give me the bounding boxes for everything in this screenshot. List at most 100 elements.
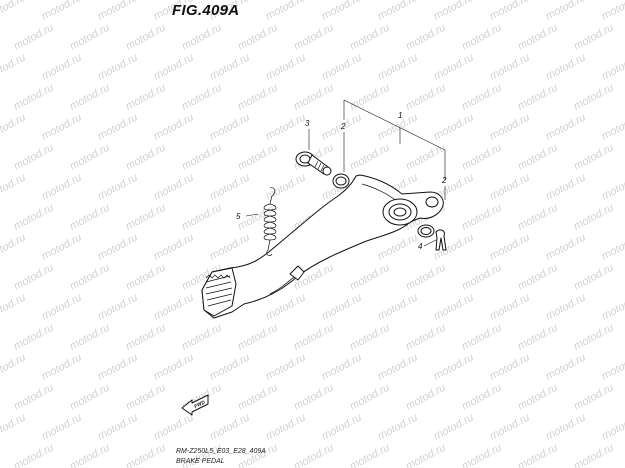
watermark-text: motod.ru [432, 412, 476, 443]
watermark-text: motod.ru [516, 322, 560, 353]
watermark-text: motod.ru [236, 142, 280, 173]
watermark-text: motod.ru [600, 412, 625, 443]
callout-3: 3 [305, 119, 310, 128]
forward-arrow-label: FWD [193, 399, 206, 410]
watermark-text: motod.ru [572, 22, 616, 53]
watermark-text: motod.ru [460, 382, 504, 413]
watermark-text: motod.ru [404, 142, 448, 173]
watermark-text: motod.ru [68, 142, 112, 173]
watermark-text: motod.ru [152, 112, 196, 143]
watermark-text: motod.ru [12, 142, 56, 173]
watermark-text: motod.ru [208, 52, 252, 83]
watermark-text: motod.ru [572, 262, 616, 293]
watermark-text: motod.ru [180, 22, 224, 53]
watermark-text: motod.ru [12, 322, 56, 353]
watermark-text: motod.ru [572, 442, 616, 468]
watermark-text: motod.ru [264, 172, 308, 203]
watermark-text: motod.ru [208, 112, 252, 143]
watermark-text: motod.ru [404, 322, 448, 353]
watermark-text: motod.ru [40, 0, 84, 23]
watermark-text: motod.ru [572, 322, 616, 353]
watermark-text: motod.ru [404, 382, 448, 413]
callout-4: 4 [418, 242, 423, 251]
watermark-text: motod.ru [432, 0, 476, 23]
watermark-text: motod.ru [0, 0, 28, 23]
return-spring[interactable] [263, 187, 277, 256]
watermark-text: motod.ru [68, 442, 112, 468]
watermark-text: motod.ru [264, 352, 308, 383]
watermark-text: motod.ru [68, 322, 112, 353]
watermark-text: motod.ru [236, 82, 280, 113]
watermark-text: motod.ru [124, 382, 168, 413]
watermark-text: motod.ru [96, 292, 140, 323]
watermark-text: motod.ru [96, 412, 140, 443]
watermark-text: motod.ru [488, 232, 532, 263]
watermark-text: motod.ru [292, 322, 336, 353]
watermark-text: motod.ru [376, 52, 420, 83]
watermark-text: motod.ru [96, 172, 140, 203]
watermark-text: motod.ru [600, 112, 625, 143]
watermark-text: motod.ru [348, 82, 392, 113]
watermark-text: motod.ru [12, 382, 56, 413]
watermark-text: motod.ru [236, 382, 280, 413]
callout-5: 5 [236, 212, 241, 221]
watermark-text: motod.ru [376, 412, 420, 443]
watermark-text: motod.ru [488, 0, 532, 23]
watermark-text: motod.ru [600, 0, 625, 23]
watermark-text: motod.ru [96, 0, 140, 23]
watermark-text: motod.ru [68, 22, 112, 53]
watermark-text: motod.ru [152, 352, 196, 383]
watermark-text: motod.ru [460, 262, 504, 293]
watermark-text: motod.ru [600, 52, 625, 83]
watermark-text: motod.ru [600, 172, 625, 203]
watermark-text: motod.ru [152, 172, 196, 203]
callout-1: 1 [398, 111, 402, 120]
watermark-text: motod.ru [40, 232, 84, 263]
watermark-text: motod.ru [0, 52, 28, 83]
watermark-text: motod.ru [516, 442, 560, 468]
watermark-text: motod.ru [404, 442, 448, 468]
callout-2-upper: 2 [340, 122, 346, 131]
watermark-text: motod.ru [12, 202, 56, 233]
watermark-text: motod.ru [348, 142, 392, 173]
watermark-text: motod.ru [488, 112, 532, 143]
cotter-pin[interactable] [435, 229, 447, 251]
watermark-text: motod.ru [544, 232, 588, 263]
watermark-text: motod.ru [12, 442, 56, 468]
watermark-text: motod.ru [0, 112, 28, 143]
watermark-text: motod.ru [0, 172, 28, 203]
watermark-text: motod.ru [460, 82, 504, 113]
watermark-text: motod.ru [124, 442, 168, 468]
pivot-bolt[interactable] [295, 151, 332, 176]
watermark-text: motod.ru [208, 352, 252, 383]
watermark-text: motod.ru [516, 22, 560, 53]
watermark-text: motod.ru [124, 142, 168, 173]
watermark-text: motod.ru [348, 322, 392, 353]
watermark-text: motod.ru [12, 22, 56, 53]
watermark-text: motod.ru [124, 22, 168, 53]
watermark-text: motod.ru [544, 172, 588, 203]
watermark-text: motod.ru [460, 322, 504, 353]
watermark-text: motod.ru [96, 232, 140, 263]
watermark-text: motod.ru [236, 22, 280, 53]
o-ring-upper[interactable] [332, 173, 350, 189]
watermark-text: motod.ru [152, 292, 196, 323]
watermark-text: motod.ru [264, 52, 308, 83]
watermark-text: motod.ru [0, 292, 28, 323]
watermark-text: motod.ru [488, 292, 532, 323]
brake-pedal[interactable] [201, 174, 444, 319]
watermark-text: motod.ru [180, 202, 224, 233]
watermark-text: motod.ru [432, 352, 476, 383]
watermark-text: motod.ru [0, 232, 28, 263]
watermark-text: motod.ru [208, 232, 252, 263]
o-ring-lower[interactable] [417, 224, 435, 238]
watermark-text: motod.ru [40, 352, 84, 383]
watermark-text: motod.ru [208, 172, 252, 203]
watermark-text: motod.ru [320, 0, 364, 23]
watermark-text: motod.ru [488, 172, 532, 203]
watermark-text: motod.ru [152, 52, 196, 83]
watermark-text: motod.ru [96, 52, 140, 83]
watermark-text: motod.ru [264, 112, 308, 143]
watermark-text: motod.ru [544, 0, 588, 23]
